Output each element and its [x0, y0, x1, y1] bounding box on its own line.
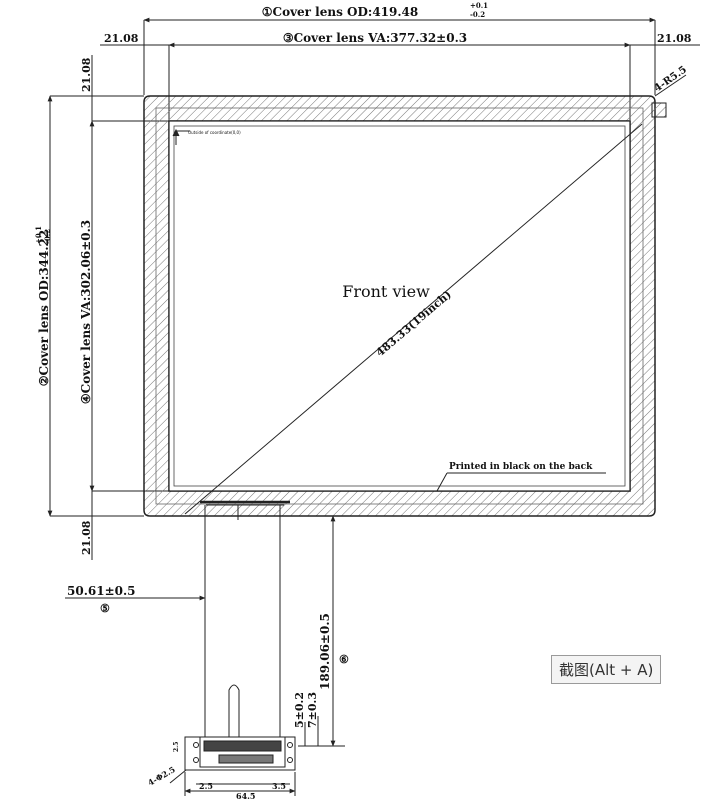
tail-5-label: 5±0.2 — [293, 692, 306, 728]
corner-radius-label: 4-R5.5 — [652, 64, 689, 94]
fpc-offset-label: 50.61±0.5 — [67, 584, 136, 598]
hole-label: 4-Φ2.5 — [146, 764, 177, 788]
top-margin-label: 21.08 — [80, 57, 93, 92]
right-margin-label: 21.08 — [657, 32, 692, 45]
corner-radius-callout — [651, 74, 687, 118]
origin-label: Outside of coordinate(0,0) — [188, 130, 241, 135]
screenshot-tooltip[interactable]: 截图(Alt + A) — [551, 655, 662, 684]
bottom-small-label: 2.5 — [173, 742, 180, 752]
front-view-title: Front view — [342, 282, 430, 301]
fpc-length-index: ⑥ — [339, 653, 349, 666]
fpc-offset-index: ⑤ — [100, 602, 110, 615]
origin-marker — [172, 128, 190, 145]
fpc-tail — [169, 500, 296, 784]
cover-lens — [143, 95, 656, 517]
printed-note: Printed in black on the back — [449, 462, 593, 472]
fpc-length-label: 189.06±0.5 — [318, 613, 332, 690]
cover-od-height-tol-minus: -0.2 — [43, 229, 52, 244]
cover-od-width-tol-plus: +0.1 — [470, 1, 488, 10]
diagonal-line — [184, 123, 643, 515]
left-margin-label: 21.08 — [104, 32, 139, 45]
cover-od-height-tol-plus: +0.1 — [34, 226, 43, 244]
printed-note-leader — [436, 472, 606, 492]
bottom-width-dimensions — [184, 772, 296, 796]
cover-od-height-label: ②Cover lens OD:344.22 — [37, 230, 51, 387]
top-dimension-lines — [100, 17, 700, 120]
bottom-left-label: 2.5 — [199, 781, 213, 791]
bottom-width-label: 64.5 — [236, 791, 255, 801]
bottom-right-label: 3.5 — [272, 781, 286, 791]
cover-va-width-label: ③Cover lens VA:377.32±0.3 — [283, 31, 467, 45]
tail-7-label: 7±0.3 — [306, 692, 319, 728]
bottom-margin-label: 21.08 — [80, 520, 93, 555]
cover-od-width-label: ①Cover lens OD:419.48 — [262, 5, 419, 19]
cover-od-width-tol-minus: -0.2 — [470, 10, 485, 19]
cover-va-height-label: ④Cover lens VA:302.06±0.3 — [79, 220, 93, 404]
tail-small-dimensions — [298, 716, 325, 747]
